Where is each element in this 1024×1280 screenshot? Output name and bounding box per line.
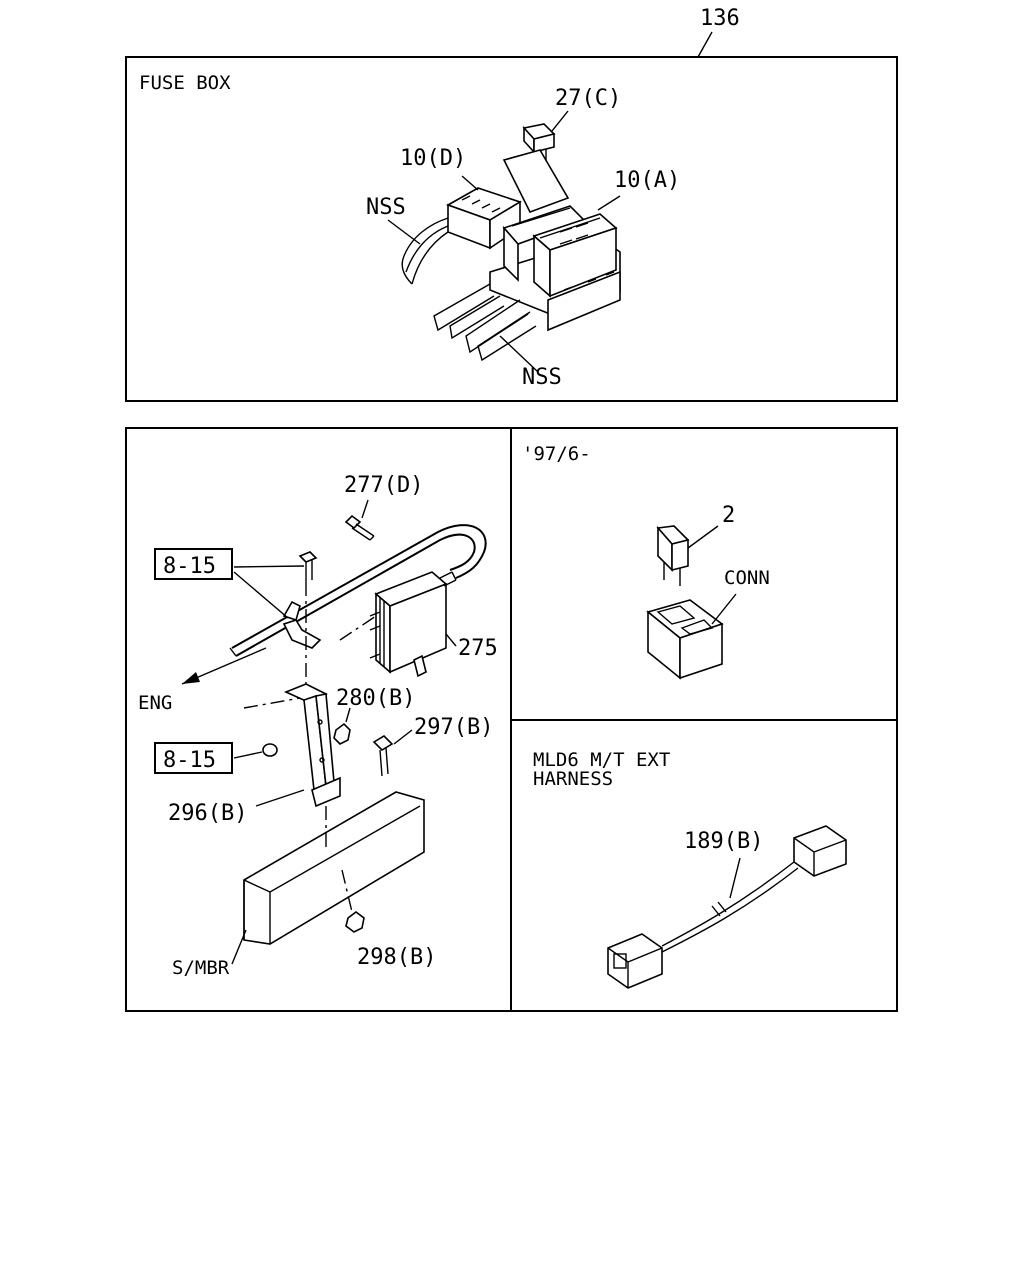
fuse-box-panel: FUSE BOX 27(C) 10(D) 10(A) NSS NSS [125,56,898,402]
assembly-centerline-4 [243,697,301,709]
harness-title-line1: MLD6 M/T EXT [533,749,670,771]
bolt-297b-label: 297(B) [414,715,493,740]
fuse-2-label: 2 [722,503,735,528]
ref-8-15-bottom-label[interactable]: 8-15 [163,748,216,773]
harness-panel: MLD6 M/T EXT HARNESS 189(B) [510,719,898,1012]
side-member-icon [231,791,425,965]
conn-label: CONN [724,567,770,589]
fuse-box-frame [125,56,898,402]
assembly-centerline-5 [339,615,377,641]
date-note-label: '97/6- [522,443,591,465]
page-reference-number: 136 [700,6,740,31]
hose-clamp-icon [233,551,322,649]
ref-8-15-top-box[interactable] [154,548,233,580]
engine-module-panel: 277(D) 8-15 275 ENG 280(B) 297(B) 8-15 2… [125,427,512,1012]
bolt-277d-icon [344,499,375,541]
nut-298b-label: 298(B) [357,945,436,970]
ref-8-15-top-label[interactable]: 8-15 [163,554,216,579]
block-10a-label: 10(A) [614,168,680,193]
harness-title-line2: HARNESS [533,768,613,790]
bolt-277d-label: 277(D) [344,473,423,498]
connector-icon [646,593,737,680]
block-10d-label: 10(D) [400,146,466,171]
nss-bottom-wire-icon [433,283,539,373]
module-275-label: 275 [458,636,498,661]
side-member-label: S/MBR [172,957,230,979]
ref-8-15-bottom-box[interactable] [154,742,233,774]
nss-bottom-label: NSS [522,365,562,390]
bracket-296b-icon [255,683,341,808]
nss-top-wire-icon [387,217,449,285]
nut-298b-icon [345,911,365,933]
bracket-296b-label: 296(B) [168,801,247,826]
assembly-centerline-3 [341,869,353,913]
vacuum-hose-icon [229,524,487,657]
washer-icon [233,743,278,759]
fuse-27c-label: 27(C) [555,86,621,111]
fuse-box-title: FUSE BOX [139,72,231,94]
eng-direction-arrow [181,647,267,685]
harness-panel-frame [510,719,898,1012]
connector-10d-icon [446,175,522,250]
harness-189b-label: 189(B) [684,829,763,854]
connector-panel-frame [510,427,898,721]
nut-280b-label: 280(B) [336,686,415,711]
vacuum-module-275-icon [369,571,457,678]
nss-top-label: NSS [366,195,406,220]
connector-panel: '97/6- 2 CONN [510,427,898,721]
nut-280b-icon [333,707,351,745]
bolt-297b-icon [372,729,413,777]
harness-189b-icon [607,825,847,989]
page-reference-leader [697,31,713,58]
main-fuse-block-icon [489,195,621,332]
fuse-2-icon [656,525,719,586]
eng-direction-label: ENG [138,692,172,714]
fuse-plate-icon [502,149,570,213]
